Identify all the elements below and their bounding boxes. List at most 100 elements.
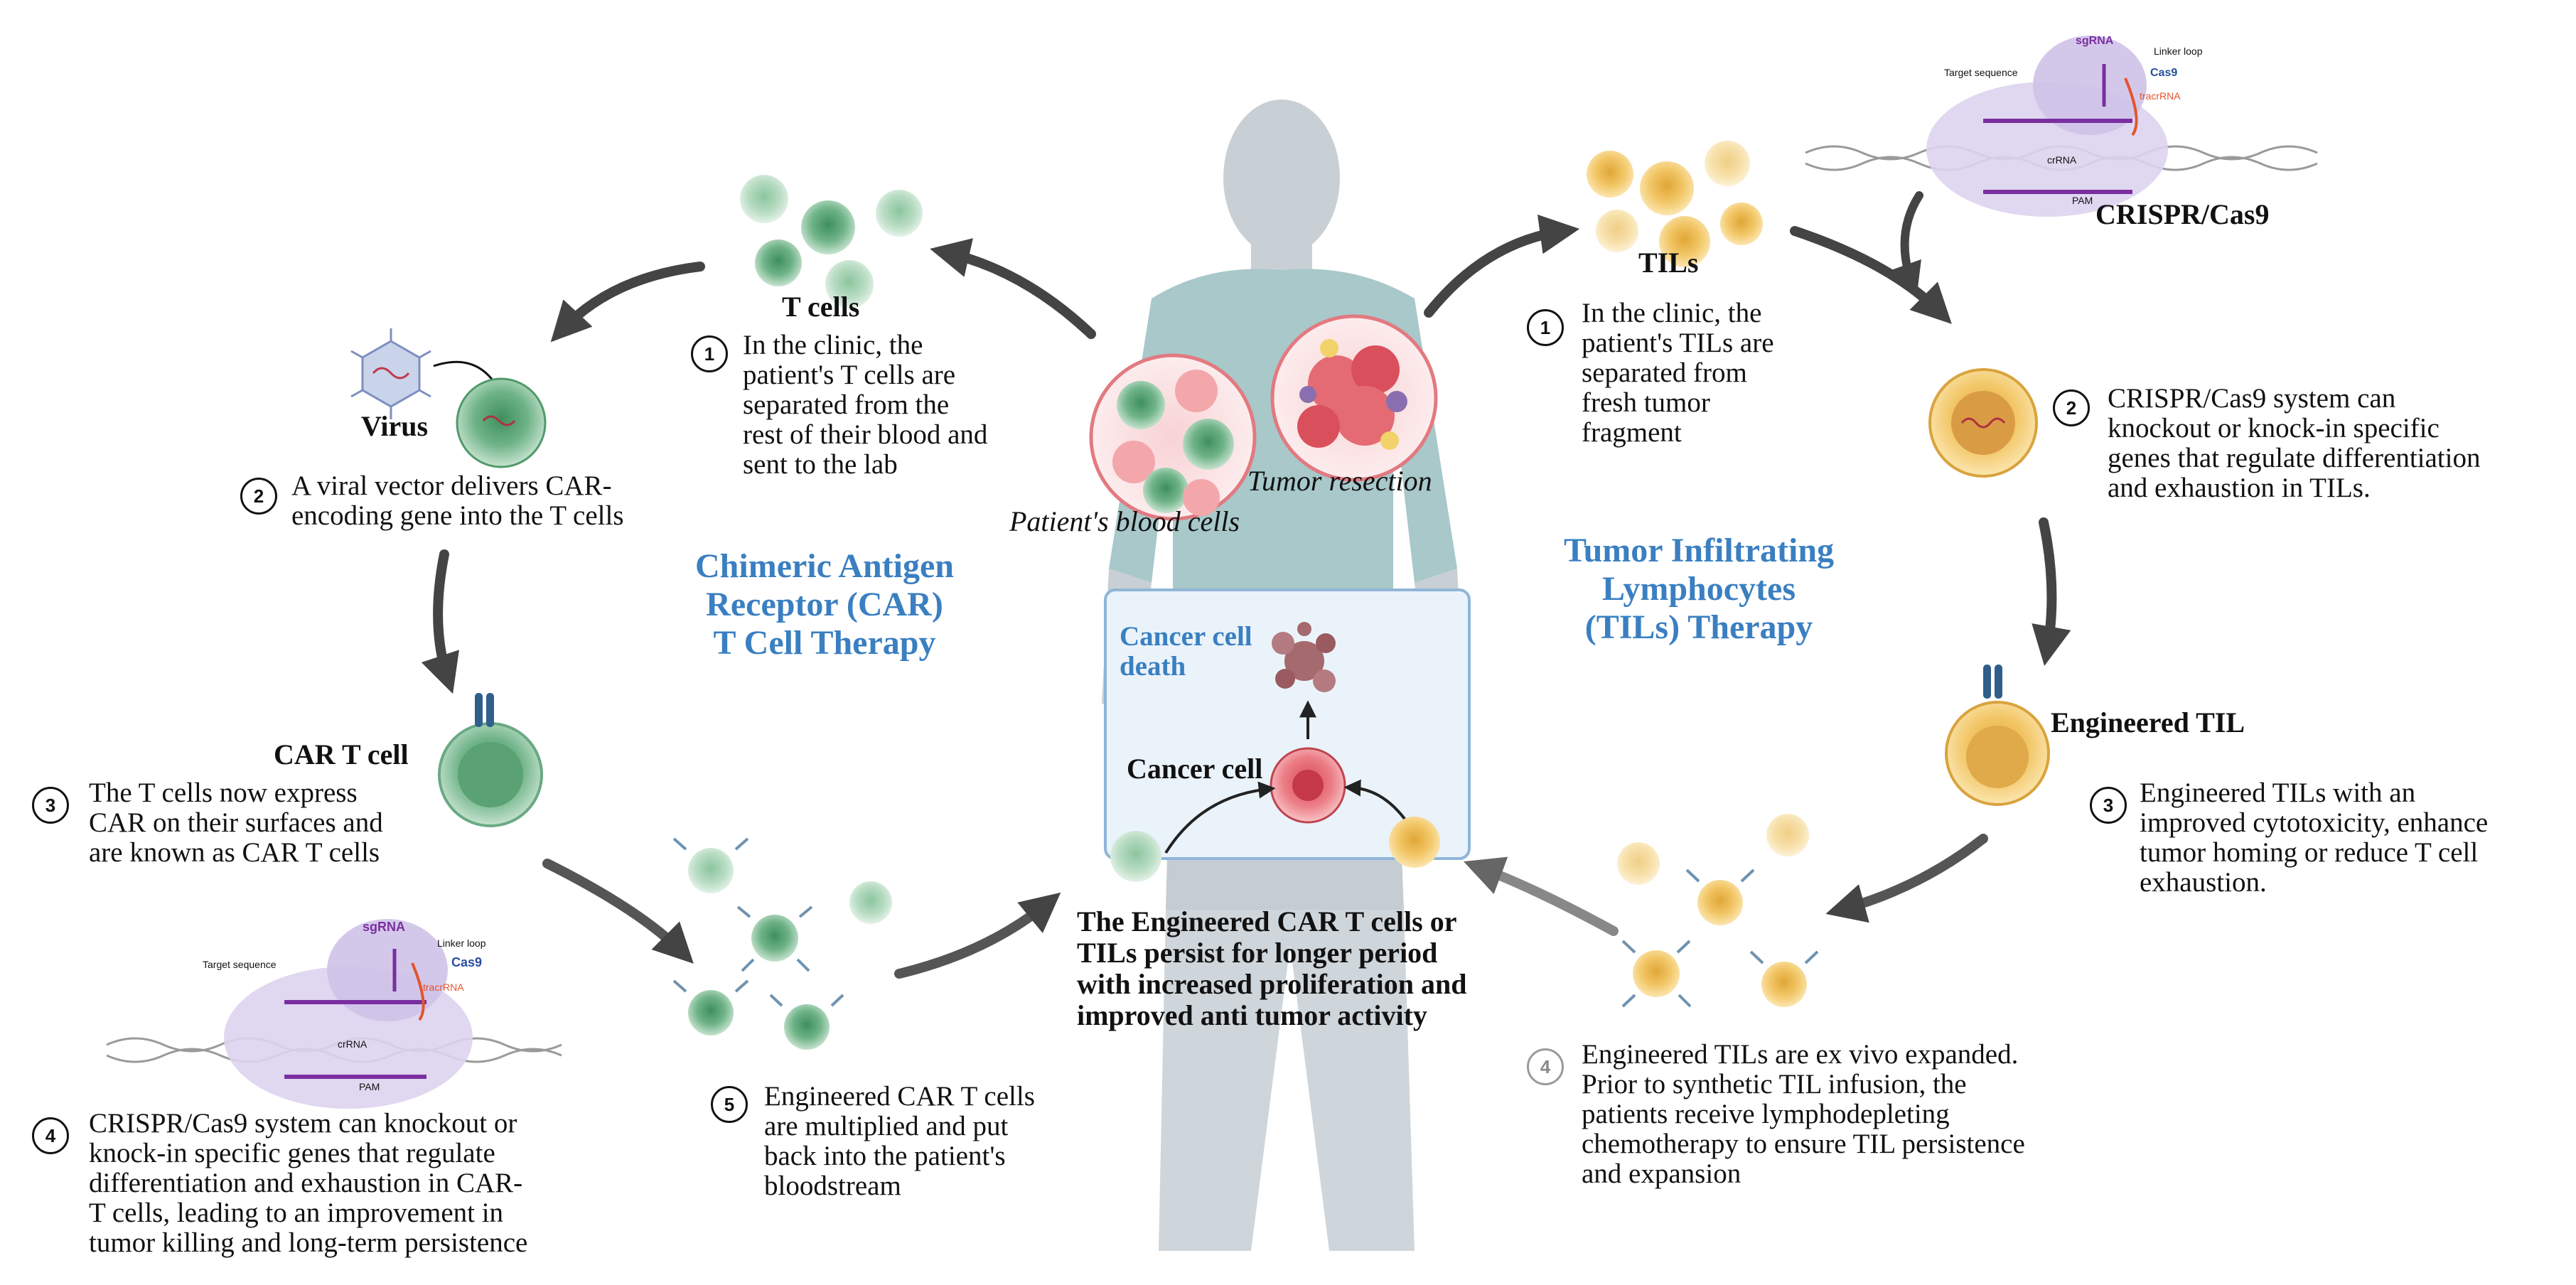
- expanded-tils: [1617, 814, 1819, 1008]
- step-number-right-3: 3: [2090, 787, 2127, 824]
- t-cells-label: T cells: [782, 291, 860, 323]
- crispr-top-cas9-label: Cas9: [2150, 67, 2178, 79]
- step-text-right-2: CRISPR/Cas9 system can knockout or knock…: [2108, 383, 2481, 504]
- step-line: back into the patient's: [764, 1141, 1006, 1172]
- tils-cluster: [1587, 141, 1763, 267]
- step-text-right-4: Engineered TILs are ex vivo expanded. Pr…: [1582, 1039, 2025, 1190]
- summary-text: The Engineered CAR T cells or TILs persi…: [1077, 906, 1467, 1031]
- t-cells-cluster: [740, 175, 923, 308]
- expanded-car-t-cells: [672, 837, 892, 1050]
- step-line: sent to the lab: [743, 449, 898, 480]
- step-line: The T cells now express: [89, 778, 358, 808]
- title-line: Lymphocytes: [1601, 569, 1796, 608]
- step-text-left-2: A viral vector delivers CAR- encoding ge…: [291, 471, 624, 531]
- cancer-cell-death-label: Cancer cell death: [1120, 621, 1252, 682]
- crispr-top-crrna-label: crRNA: [2047, 154, 2077, 166]
- step-line: genes that regulate differentiation: [2108, 443, 2481, 474]
- step-line: T cells, leading to an improvement in: [89, 1198, 504, 1229]
- crispr-top-tracrrna-label: tracrRNA: [2140, 90, 2181, 102]
- step-number-left-4: 4: [32, 1117, 69, 1154]
- title-line: Chimeric Antigen: [695, 547, 954, 585]
- step-number-right-1: 1: [1527, 309, 1564, 346]
- tumor-resection-label: Tumor resection: [1247, 465, 1432, 497]
- step-line: In the clinic, the: [743, 330, 923, 360]
- step-line: Engineered TILs with an: [2140, 778, 2416, 808]
- step-line: improved cytotoxicity, enhance: [2140, 807, 2489, 839]
- step-line: are multiplied and put: [764, 1111, 1009, 1142]
- step-number-left-2: 2: [240, 478, 277, 515]
- cycle-arrows: [421, 191, 2071, 979]
- crispr-diagram-bottom: [106, 919, 562, 1109]
- summary-line: with increased proliferation and: [1077, 968, 1467, 1000]
- step-line: tumor killing and long-term persistence: [89, 1227, 528, 1259]
- step-line: are known as CAR T cells: [89, 837, 380, 869]
- summary-line: TILs persist for longer period: [1077, 937, 1438, 969]
- label-line: death: [1120, 651, 1186, 682]
- blood-cells-circle: [1089, 353, 1257, 521]
- til-therapy-title: Tumor Infiltrating Lymphocytes (TILs) Th…: [1500, 532, 1898, 646]
- step-line: Engineered CAR T cells: [764, 1081, 1035, 1112]
- crispr-bottom-linker-label: Linker loop: [437, 937, 486, 949]
- step-line: A viral vector delivers CAR-: [291, 471, 612, 501]
- step-line: encoding gene into the T cells: [291, 500, 624, 532]
- virus-graphic: [350, 328, 431, 419]
- dead-cancer-cell: [1272, 622, 1336, 692]
- cancer-cell-label: Cancer cell: [1127, 753, 1263, 785]
- step-line: knockout or knock-in specific: [2108, 413, 2440, 444]
- tils-label: TILs: [1638, 247, 1699, 279]
- step-line: separated from the: [743, 389, 950, 421]
- step-line: chemotherapy to ensure TIL persistence: [1582, 1129, 2025, 1160]
- step-number-right-4: 4: [1527, 1048, 1564, 1085]
- crispr-diagram-top: [1805, 36, 2318, 217]
- step-line: separated from: [1582, 357, 1747, 389]
- step-text-left-5: Engineered CAR T cells are multiplied an…: [764, 1081, 1035, 1202]
- virus-label: Virus: [361, 410, 429, 442]
- step-line: fragment: [1582, 417, 1682, 448]
- step-line: knock-in specific genes that regulate: [89, 1138, 495, 1169]
- box-car-t-cell: [1110, 831, 1161, 882]
- step-number-left-1: 1: [691, 335, 728, 372]
- crispr-bottom-sgrna-label: sgRNA: [363, 920, 406, 934]
- step-line: fresh tumor: [1582, 387, 1710, 419]
- step-number-left-5: 5: [711, 1086, 748, 1123]
- step-text-left-3: The T cells now express CAR on their sur…: [89, 778, 383, 868]
- step-text-right-1: In the clinic, the patient's TILs are se…: [1582, 298, 1774, 448]
- step-line: differentiation and exhaustion in CAR-: [89, 1168, 523, 1199]
- engineered-til-label: Engineered TIL: [2051, 706, 2245, 738]
- step-text-left-1: In the clinic, the patient's T cells are…: [743, 330, 987, 480]
- car-t-cell-label: CAR T cell: [274, 738, 409, 770]
- tumor-circle: [1270, 314, 1438, 482]
- title-line: (TILs) Therapy: [1584, 608, 1813, 646]
- step-line: CAR on their surfaces and: [89, 807, 383, 839]
- crispr-top-pam-label: PAM: [2072, 195, 2093, 206]
- step-line: bloodstream: [764, 1171, 901, 1202]
- step-line: and exhaustion in TILs.: [2108, 473, 2371, 504]
- step-text-left-4: CRISPR/Cas9 system can knockout or knock…: [89, 1108, 528, 1259]
- box-cancer-cell: [1270, 747, 1346, 824]
- step-line: Prior to synthetic TIL infusion, the: [1582, 1069, 1967, 1100]
- crispr-cas9-label: CRISPR/Cas9: [2095, 198, 2270, 230]
- crispr-top-sgrna-label: sgRNA: [2076, 35, 2114, 47]
- blood-cells-label: Patient's blood cells: [1009, 505, 1240, 537]
- step-line: In the clinic, the: [1582, 298, 1762, 328]
- crispr-bottom-pam-label: PAM: [359, 1081, 380, 1092]
- crispr-edited-til: [1928, 368, 2038, 478]
- crispr-bottom-crrna-label: crRNA: [338, 1038, 367, 1050]
- step-line: CRISPR/Cas9 system can: [2108, 383, 2396, 414]
- title-line: Receptor (CAR): [706, 585, 943, 623]
- step-line: and expansion: [1582, 1158, 1742, 1190]
- cancer-death-box: [1104, 588, 1471, 860]
- step-line: tumor homing or reduce T cell: [2140, 837, 2479, 869]
- step-line: CRISPR/Cas9 system can knockout or: [89, 1108, 517, 1139]
- step-number-right-2: 2: [2053, 389, 2090, 426]
- step-text-right-3: Engineered TILs with an improved cytotox…: [2140, 778, 2488, 898]
- step-line: Engineered TILs are ex vivo expanded.: [1582, 1039, 2019, 1070]
- crispr-top-linker-label: Linker loop: [2154, 45, 2203, 57]
- crispr-top-target-label: Target sequence: [1944, 67, 2018, 78]
- label-line: Cancer cell: [1120, 621, 1252, 652]
- title-line: T Cell Therapy: [713, 623, 936, 662]
- step-line: patients receive lymphodepleting: [1582, 1099, 1950, 1130]
- step-line: exhaustion.: [2140, 867, 2267, 898]
- step-line: rest of their blood and: [743, 419, 988, 451]
